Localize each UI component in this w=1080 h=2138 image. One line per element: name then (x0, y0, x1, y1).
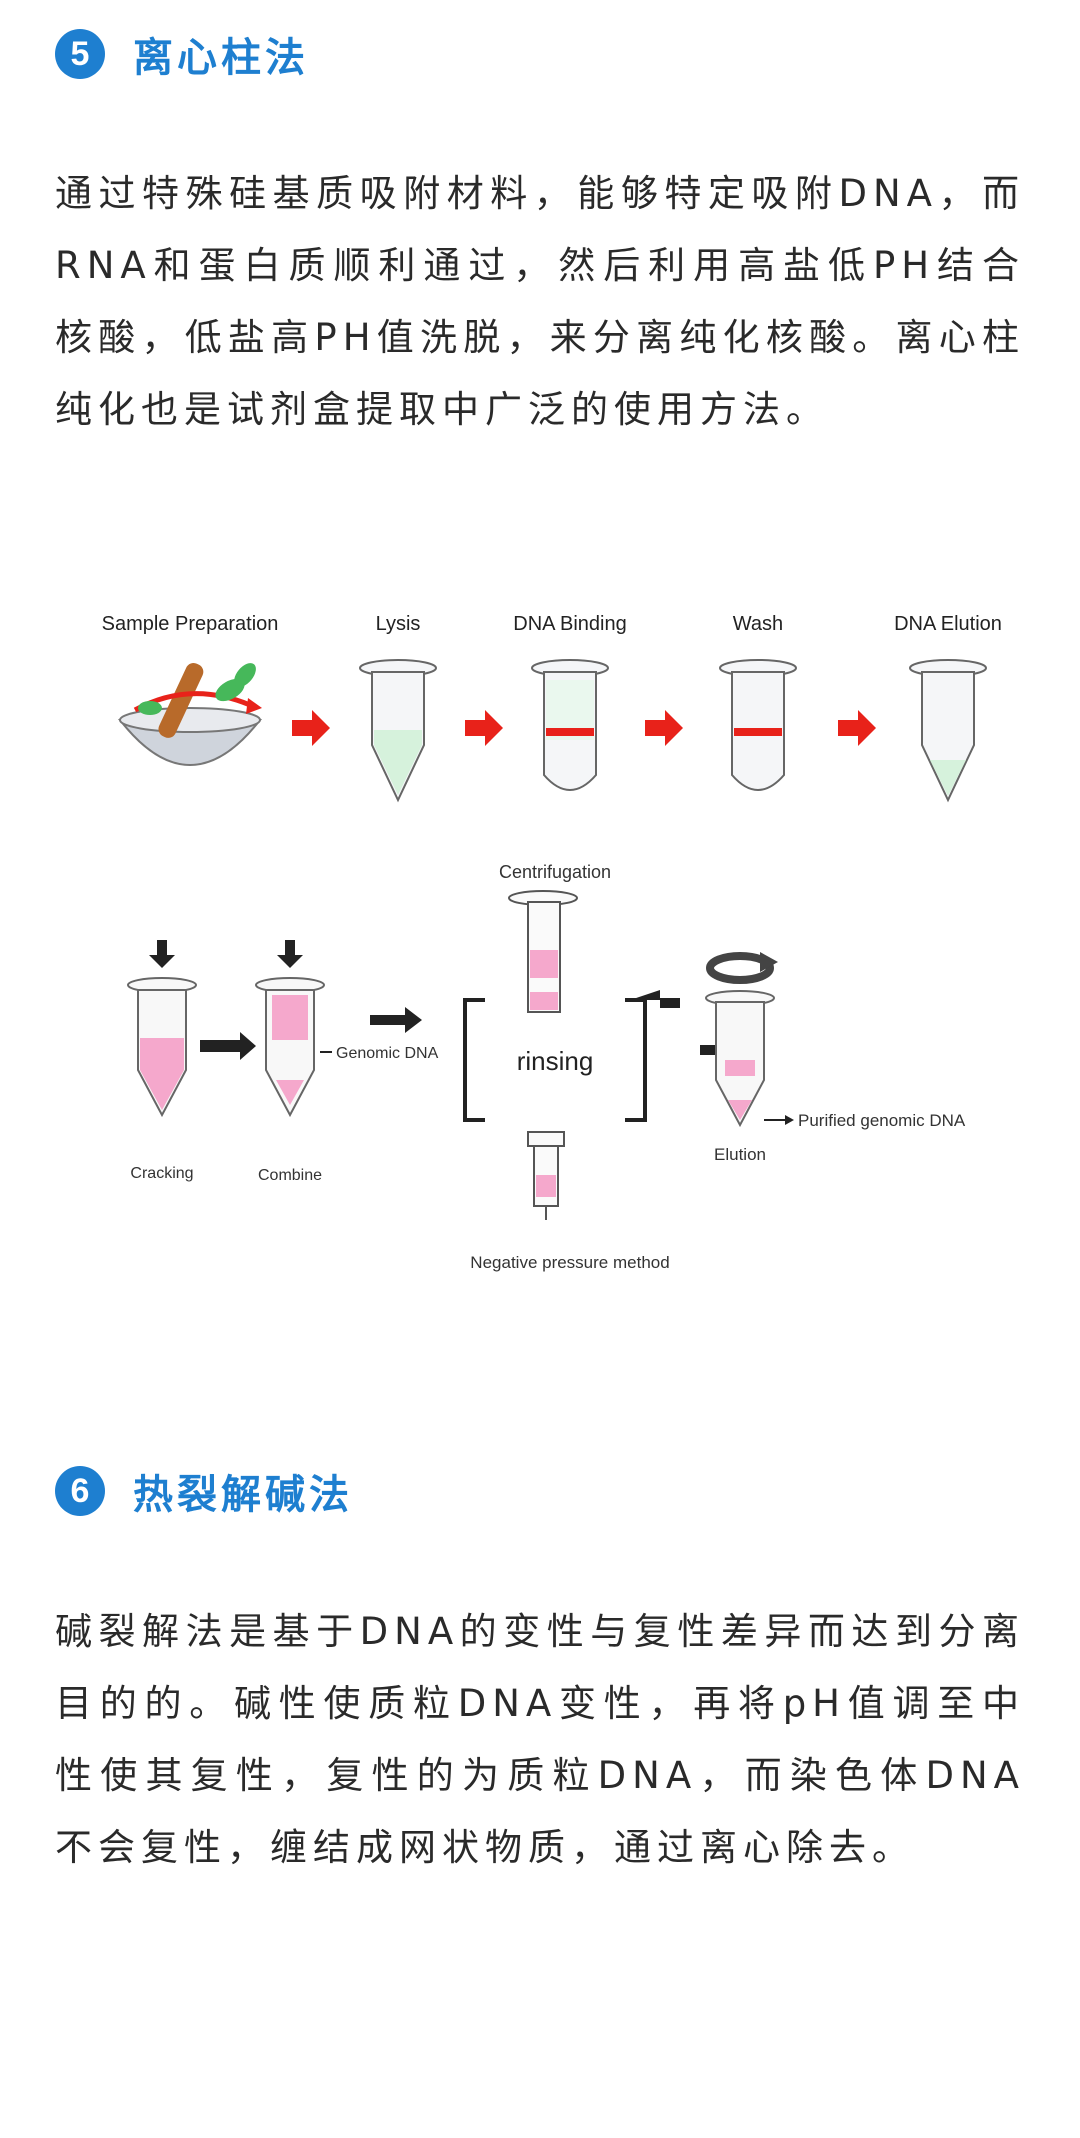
section-number-badge: 5 (55, 29, 105, 79)
down-arrow-cracking (149, 940, 175, 968)
tube-combine-icon (255, 977, 325, 1118)
section-title: 热裂解碱法 (133, 1472, 353, 1518)
tube-wash-icon (719, 659, 797, 791)
tube-negative-pressure-icon (527, 1131, 565, 1220)
label-elution: Elution (714, 1145, 766, 1164)
label-combine: Combine (258, 1167, 322, 1184)
arrow-to-combine (200, 1032, 256, 1060)
label-centrifugation: Centrifugation (499, 862, 611, 882)
section-title: 离心柱法 (133, 35, 309, 81)
figure-svg: Sample Preparation Lysis DNA Binding Was… (102, 613, 1002, 1272)
label-cracking: Cracking (130, 1165, 193, 1182)
section-6-header: 6 热裂解碱法 (55, 1462, 353, 1520)
down-arrow-combine (277, 940, 303, 968)
tube-elution-final-icon (705, 990, 775, 1128)
step-label-dna-elution: DNA Elution (894, 613, 1002, 635)
tube-elution-icon (909, 659, 987, 803)
tube-binding-icon (531, 659, 609, 791)
arrow-top-right (630, 990, 680, 1008)
label-genomic-dna: Genomic DNA (336, 1045, 439, 1062)
tube-lysis-icon (359, 659, 437, 803)
section-6-paragraph: 碱裂解法是基于DNA的变性与复性差异而达到分离目的的。碱性使质粒DNA变性，再将… (55, 1610, 1025, 1869)
dna-extraction-figure: Sample Preparation Lysis DNA Binding Was… (80, 600, 1040, 1320)
right-bracket (625, 998, 647, 1122)
step-label-lysis: Lysis (376, 613, 421, 635)
rotation-icon (706, 952, 778, 984)
label-purified-genomic-dna: Purified genomic DNA (798, 1111, 966, 1130)
arrow-to-rinsing (370, 1007, 422, 1033)
step-label-dna-binding: DNA Binding (513, 613, 626, 635)
section-5-header: 5 离心柱法 (55, 25, 309, 83)
left-bracket (463, 998, 485, 1122)
label-negative-pressure: Negative pressure method (470, 1253, 669, 1272)
section-number-badge: 6 (55, 1466, 105, 1516)
section-5-paragraph: 通过特殊硅基质吸附材料，能够特定吸附DNA，而RNA和蛋白质顺利通过，然后利用高… (55, 172, 1025, 431)
top-arrows (292, 710, 876, 746)
step-label-wash: Wash (733, 613, 783, 635)
label-rinsing: rinsing (517, 1046, 594, 1076)
step-label-sample-preparation: Sample Preparation (102, 613, 279, 635)
tube-cracking-icon (127, 977, 197, 1118)
mortar-pestle-icon (117, 662, 263, 766)
tube-centrifugation-icon (508, 890, 578, 1013)
